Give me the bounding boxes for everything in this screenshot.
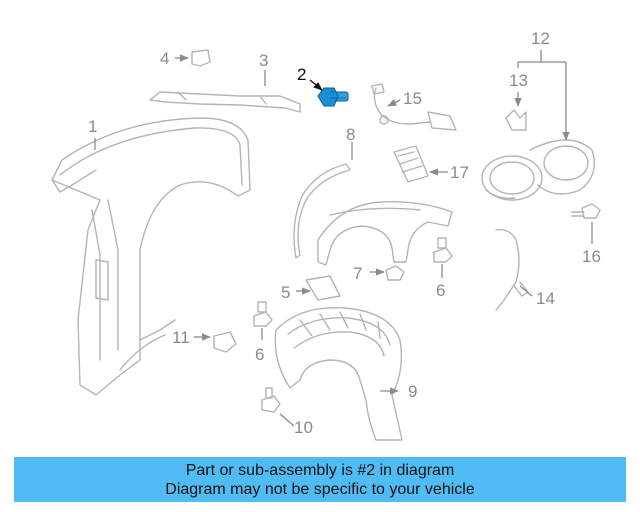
callout-13: 13 (509, 71, 528, 90)
callout-16: 16 (582, 247, 601, 266)
callout-labels: 1 2 3 4 5 6 6 7 8 9 10 11 12 13 14 15 16… (88, 29, 601, 437)
info-banner: Part or sub-assembly is #2 in diagram Di… (14, 457, 626, 502)
callout-1: 1 (88, 117, 97, 136)
callout-8: 8 (346, 125, 355, 144)
fender-part (317, 201, 453, 266)
callout-12: 12 (531, 29, 550, 48)
callout-10: 10 (294, 418, 313, 437)
callout-7: 7 (353, 264, 362, 283)
callout-6-left: 6 (255, 345, 264, 364)
leader-lines (94, 50, 593, 427)
quarter-panel-part (51, 117, 251, 396)
callout-17: 17 (450, 163, 469, 182)
bolt-part-2 (317, 87, 349, 107)
fuel-door-part-12 (481, 139, 595, 201)
screw-part-16 (571, 203, 601, 219)
callout-14: 14 (536, 289, 555, 308)
seal-part-14 (495, 229, 529, 311)
spring-part-13 (505, 109, 527, 131)
callout-6-right: 6 (436, 281, 445, 300)
moulding-part-8 (293, 163, 351, 259)
callout-4: 4 (160, 49, 169, 68)
module-part-17 (393, 145, 429, 183)
banner-line-1: Part or sub-assembly is #2 in diagram (185, 462, 455, 479)
callout-2: 2 (297, 65, 306, 84)
wheelhouse-liner-part-9 (274, 306, 403, 441)
clip-part-4 (191, 49, 211, 67)
callout-9: 9 (408, 382, 417, 401)
callout-11: 11 (172, 328, 190, 347)
fastener-part-6a (433, 237, 453, 263)
cable-part-15 (371, 83, 457, 131)
clip-part-11 (213, 331, 237, 353)
bracket-part-5 (305, 275, 341, 301)
rail-part (149, 91, 301, 113)
parts-diagram: 1 2 3 4 5 6 6 7 8 9 10 11 12 13 14 15 16… (51, 29, 601, 441)
callout-3: 3 (259, 51, 268, 70)
screw-part-10 (261, 387, 281, 413)
callout-15: 15 (403, 89, 422, 108)
fastener-part-6b (253, 301, 273, 327)
banner-line-2: Diagram may not be specific to your vehi… (165, 481, 475, 498)
clip-part-7 (385, 265, 405, 281)
callout-5: 5 (281, 283, 290, 302)
